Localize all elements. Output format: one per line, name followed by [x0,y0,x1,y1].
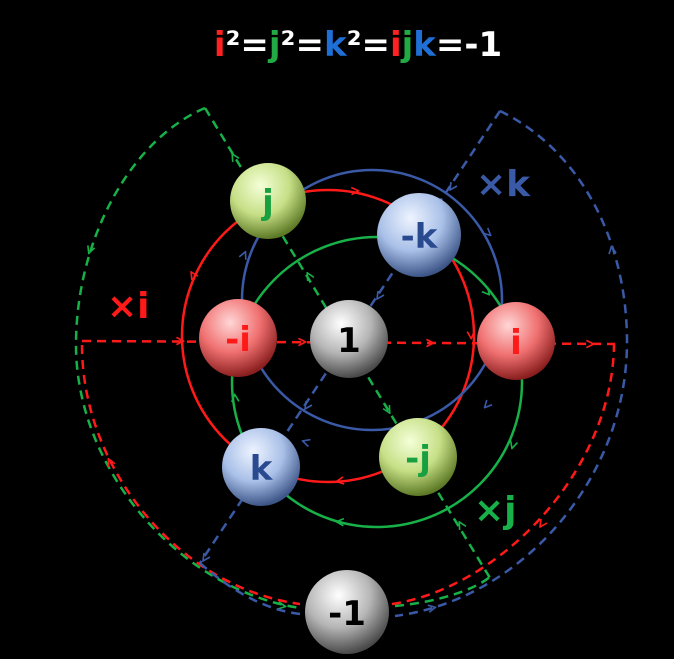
title-segment: i [214,25,226,65]
node-label-k: k [250,449,274,489]
times-k-label: ×k [476,164,531,205]
title-segment: ²= [281,25,324,65]
red-outer-arc [80,343,616,606]
green-cycle [230,235,524,529]
title-segment: ²= [347,25,390,65]
node-one: 1 [310,300,388,378]
node-label-i: i [510,323,522,363]
title-segment: j [267,25,281,65]
title-equation: i²=j²=k²=ijk=-1 [214,25,502,65]
green-outer-arc [74,106,494,608]
node-neg-one: -1 [305,570,389,654]
node-label-neg-k: -k [401,217,439,257]
node-label-one: 1 [337,321,361,361]
node-label-neg-i: -i [225,320,251,360]
times-i-label: ×i [107,286,150,327]
node-neg-i: -i [199,299,277,377]
node-i: i [477,302,555,380]
node-k: k [222,428,300,506]
node-label-neg-one: -1 [328,594,366,634]
node-neg-k: -k [377,193,461,277]
title-segment: k [413,25,437,65]
blue-outer-arc [199,109,629,618]
title-segment: k [324,25,348,65]
node-label-neg-j: -j [405,439,431,479]
title-segment: ²= [226,25,269,65]
times-j-label: ×j [474,490,517,531]
node-label-j: j [260,183,274,223]
title-segment: j [400,25,414,65]
title-segment: =-1 [436,25,502,65]
title-segment: i [390,25,402,65]
node-neg-j: -j [379,418,457,496]
node-j: j [230,163,306,239]
